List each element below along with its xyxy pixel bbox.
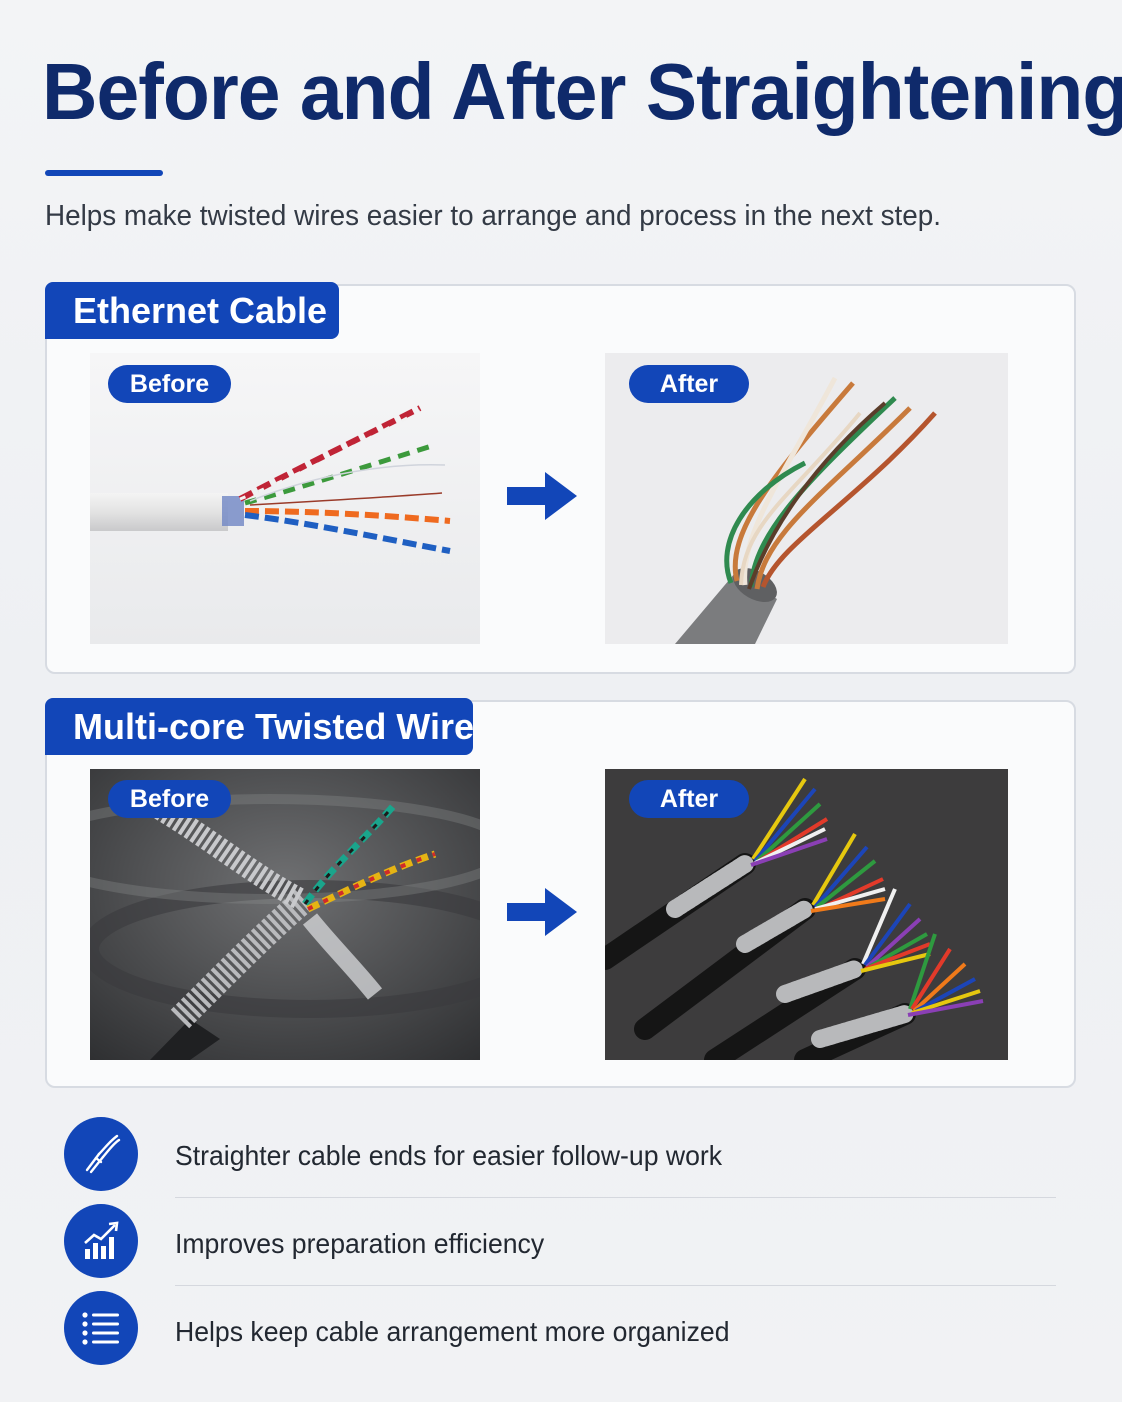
title-underline bbox=[45, 170, 163, 176]
page-subtitle: Helps make twisted wires easier to arran… bbox=[45, 200, 941, 232]
feature-divider-1 bbox=[175, 1197, 1056, 1198]
feature-text-3: Helps keep cable arrangement more organi… bbox=[175, 1316, 730, 1347]
list-icon bbox=[64, 1291, 138, 1365]
multicore-arrow-icon bbox=[507, 888, 577, 941]
multicore-before-badge: Before bbox=[108, 780, 231, 818]
page-title: Before and After Straightening bbox=[42, 47, 1122, 136]
straight-cable-icon bbox=[64, 1117, 138, 1191]
multicore-before-photo bbox=[90, 769, 480, 1060]
ethernet-arrow-icon bbox=[507, 472, 577, 525]
ethernet-after-badge: After bbox=[629, 365, 749, 403]
feature-text-2: Improves preparation efficiency bbox=[175, 1228, 545, 1259]
chart-growth-icon bbox=[64, 1204, 138, 1278]
multicore-wire-heading: Multi-core Twisted Wire bbox=[45, 698, 474, 755]
ethernet-before-badge: Before bbox=[108, 365, 231, 403]
feature-text-1: Straighter cable ends for easier follow-… bbox=[175, 1140, 723, 1171]
multicore-after-badge: After bbox=[629, 780, 749, 818]
ethernet-cable-heading: Ethernet Cable bbox=[45, 282, 339, 339]
feature-divider-2 bbox=[175, 1285, 1056, 1286]
